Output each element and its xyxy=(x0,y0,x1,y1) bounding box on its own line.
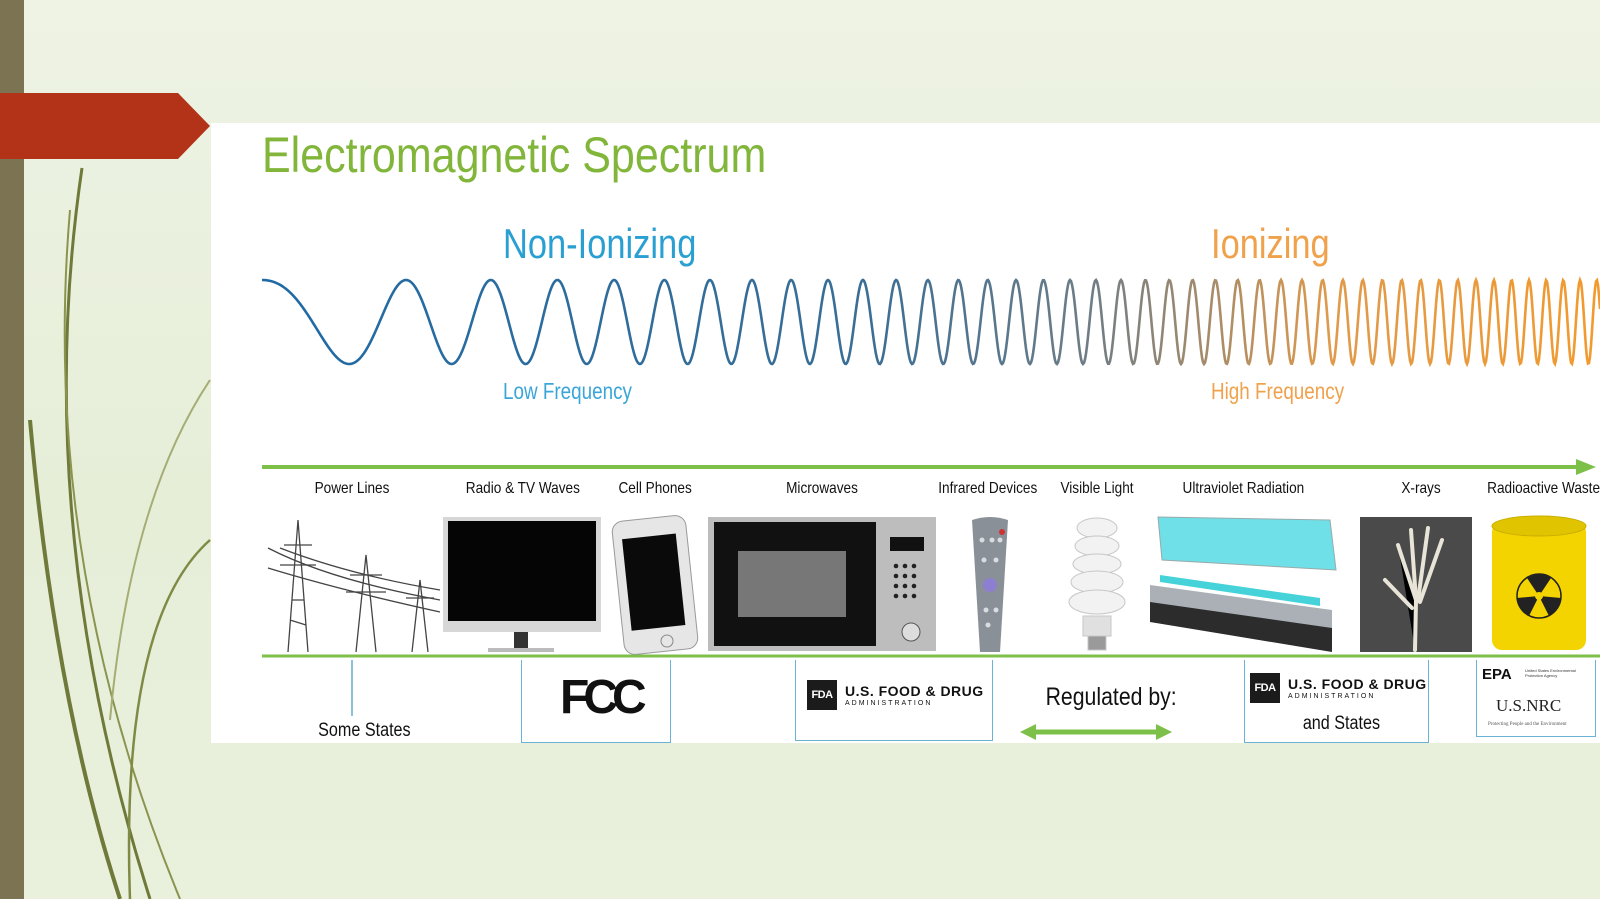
non-ionizing-label: Non-Ionizing xyxy=(503,220,697,267)
tanning-bed-icon xyxy=(1150,516,1337,652)
fda-box-2 xyxy=(1244,660,1429,743)
fcc-box xyxy=(521,660,671,743)
fda-logo-1: FDA U.S. FOOD & DRUG ADMINISTRATION xyxy=(807,680,984,710)
red-arrow-tab xyxy=(0,93,210,159)
fda-box-1 xyxy=(795,660,993,741)
decorative-grass-lines xyxy=(28,167,211,899)
source-label-power-lines: Power Lines xyxy=(314,480,390,497)
fda-sub-text: ADMINISTRATION xyxy=(1288,693,1376,700)
epa-logo: EPA xyxy=(1482,666,1512,683)
fda-badge-icon: FDA xyxy=(807,680,837,710)
source-label-visible-light: Visible Light xyxy=(1060,480,1134,497)
fda-name-text: U.S. FOOD & DRUG xyxy=(1288,676,1427,692)
source-label-xrays: X-rays xyxy=(1401,480,1441,497)
tv-icon xyxy=(443,517,601,652)
epa-small-text: United States Environmental Protection A… xyxy=(1525,668,1576,678)
slide-title: Electromagnetic Spectrum xyxy=(262,127,767,183)
source-label-ultraviolet: Ultraviolet Radiation xyxy=(1182,480,1305,497)
fcc-logo: FCC xyxy=(560,671,647,724)
nrc-logo: U.S.NRC xyxy=(1496,696,1562,715)
power-lines-icon xyxy=(267,519,441,653)
low-frequency-label: Low Frequency xyxy=(503,378,632,404)
remote-control-icon xyxy=(972,517,1008,652)
cell-phone-icon xyxy=(611,515,699,655)
high-frequency-label: High Frequency xyxy=(1211,378,1345,404)
source-label-cell-phones: Cell Phones xyxy=(618,480,692,497)
nrc-tagline: Protecting People and the Environment xyxy=(1488,722,1567,727)
ionizing-label: Ionizing xyxy=(1211,220,1330,267)
microwave-icon xyxy=(708,517,936,651)
fda-sub-text: ADMINISTRATION xyxy=(845,700,933,707)
fda-name-text: U.S. FOOD & DRUG xyxy=(845,683,984,699)
source-label-infrared: Infrared Devices xyxy=(938,480,1038,497)
double-arrow-icon xyxy=(1020,724,1172,740)
regulated-by-label: Regulated by: xyxy=(1045,683,1177,711)
source-label-microwaves: Microwaves xyxy=(786,480,858,497)
source-label-radioactive-waste: Radioactive Waste xyxy=(1487,480,1600,497)
fda-logo-2: FDA U.S. FOOD & DRUG ADMINISTRATION xyxy=(1250,673,1427,703)
fda-badge-icon: FDA xyxy=(1250,673,1280,703)
source-label-radio-tv: Radio & TV Waves xyxy=(465,480,580,497)
epa-nrc-box xyxy=(1476,660,1596,737)
light-bulb-icon xyxy=(1068,517,1126,651)
and-states-label: and States xyxy=(1302,713,1381,734)
some-states-label: Some States xyxy=(318,720,411,741)
radioactive-barrel-icon xyxy=(1491,515,1587,650)
xray-hand-icon xyxy=(1360,517,1472,652)
